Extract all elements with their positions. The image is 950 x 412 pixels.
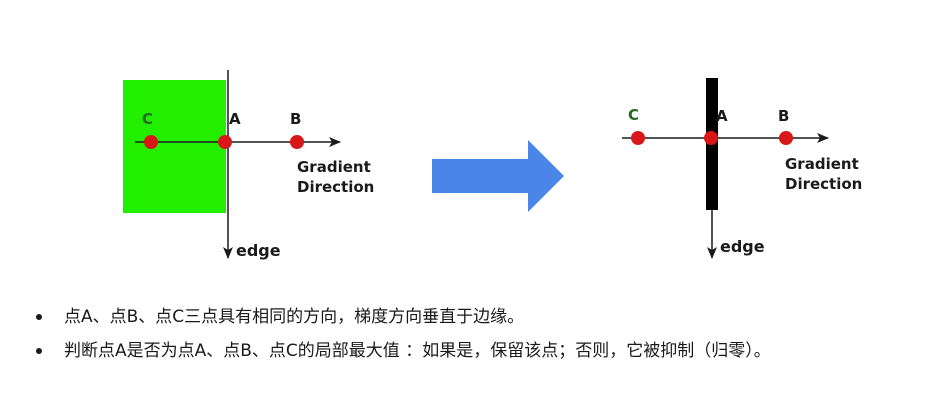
bullet-text: 判断点A是否为点A、点B、点C的局部最大值 ：如果是，保留该点；否则，它被抑制（…	[64, 341, 771, 361]
gradient-direction-label-line1: Gradient	[297, 158, 371, 176]
diagram-area: C A B Gradient Direction edge C A B Grad…	[123, 70, 862, 260]
explanation-list: 点A、点B、点C三点具有相同的方向，梯度方向垂直于边缘。 判断点A是否为点A、点…	[36, 300, 941, 368]
point-b	[290, 135, 304, 149]
bullet-item: 点A、点B、点C三点具有相同的方向，梯度方向垂直于边缘。	[36, 300, 941, 334]
label-b: B	[290, 110, 301, 128]
label-b: B	[778, 107, 789, 125]
label-a: A	[716, 107, 728, 125]
point-a	[704, 131, 718, 145]
edge-label: edge	[236, 241, 281, 260]
label-c: C	[142, 110, 153, 128]
transition-arrow	[432, 140, 564, 212]
gradient-direction-label-line1: Gradient	[785, 155, 859, 173]
green-region	[123, 80, 226, 213]
gradient-direction-label-line2: Direction	[297, 178, 374, 196]
right-diagram: C A B Gradient Direction edge	[622, 78, 862, 259]
label-a: A	[229, 110, 241, 128]
label-c: C	[628, 106, 639, 124]
point-c	[144, 135, 158, 149]
edge-label: edge	[720, 237, 765, 256]
point-b	[779, 131, 793, 145]
bullet-text: 点A、点B、点C三点具有相同的方向，梯度方向垂直于边缘。	[64, 307, 525, 327]
bullet-icon	[36, 314, 42, 320]
left-diagram: C A B Gradient Direction edge	[123, 70, 374, 260]
bullet-icon	[36, 348, 42, 354]
bullet-item: 判断点A是否为点A、点B、点C的局部最大值 ：如果是，保留该点；否则，它被抑制（…	[36, 334, 941, 368]
gradient-direction-label-line2: Direction	[785, 175, 862, 193]
point-a	[218, 135, 232, 149]
point-c	[631, 131, 645, 145]
